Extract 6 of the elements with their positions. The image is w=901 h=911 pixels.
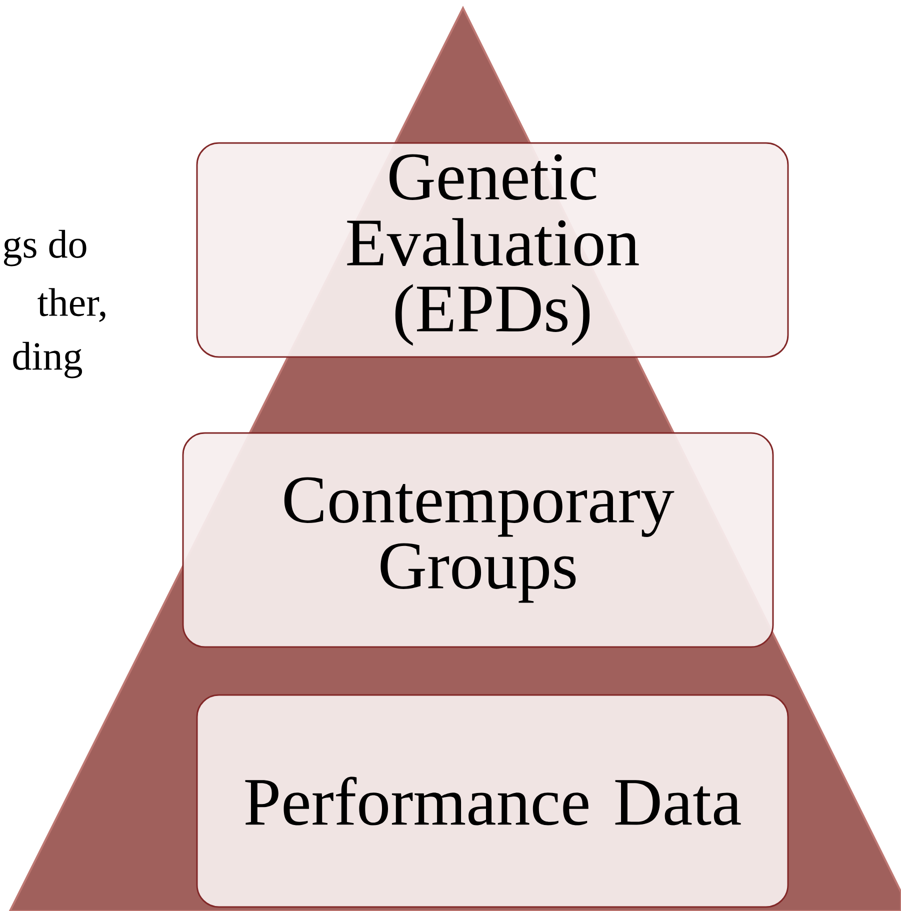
body-text: ther, bbox=[38, 288, 106, 322]
body-text: gs do bbox=[4, 230, 86, 266]
text-box: Performance Data bbox=[196, 694, 789, 908]
text-box: Contemporary Groups bbox=[182, 432, 774, 648]
body-text: ding bbox=[13, 342, 82, 378]
text-box: Genetic Evaluation (EPDs) bbox=[196, 142, 789, 358]
